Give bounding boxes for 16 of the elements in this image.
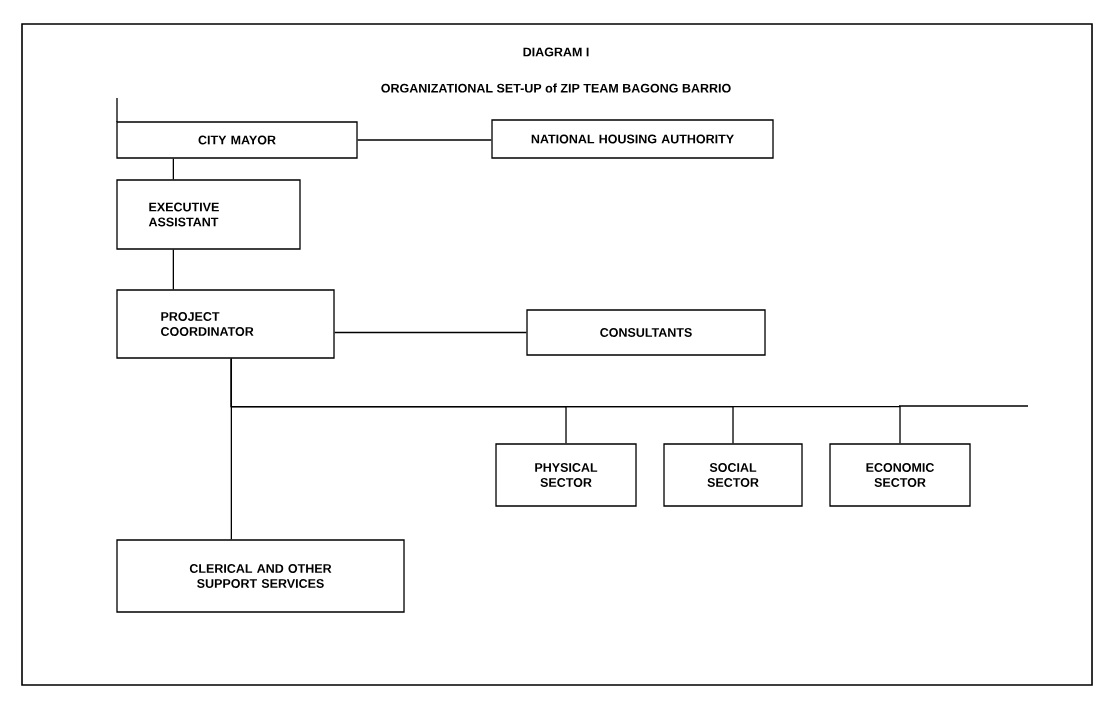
org-box: CITY MAYOR (116, 121, 358, 159)
org-box: PROJECT COORDINATOR (116, 289, 335, 359)
connector-line (172, 249, 174, 290)
org-box: CONSULTANTS (526, 309, 766, 356)
connector-line (334, 331, 527, 334)
org-box: CLERICAL AND OTHER SUPPORT SERVICES (116, 539, 405, 613)
connector-line (172, 158, 174, 180)
org-box: NATIONAL HOUSING AUTHORITY (491, 119, 774, 159)
org-box: EXECUTIVE ASSISTANT (116, 179, 301, 250)
subtitle: ORGANIZATIONAL SET-UP of ZIP TEAM BAGONG BARRIO (381, 83, 731, 93)
connector-line (230, 358, 232, 540)
org-box: ECONOMIC SECTOR (829, 443, 971, 507)
title: DIAGRAM I (523, 47, 589, 57)
org-box: SOCIAL SECTOR (663, 443, 803, 507)
connector-line (357, 139, 492, 141)
org-box: PHYSICAL SECTOR (495, 443, 637, 507)
